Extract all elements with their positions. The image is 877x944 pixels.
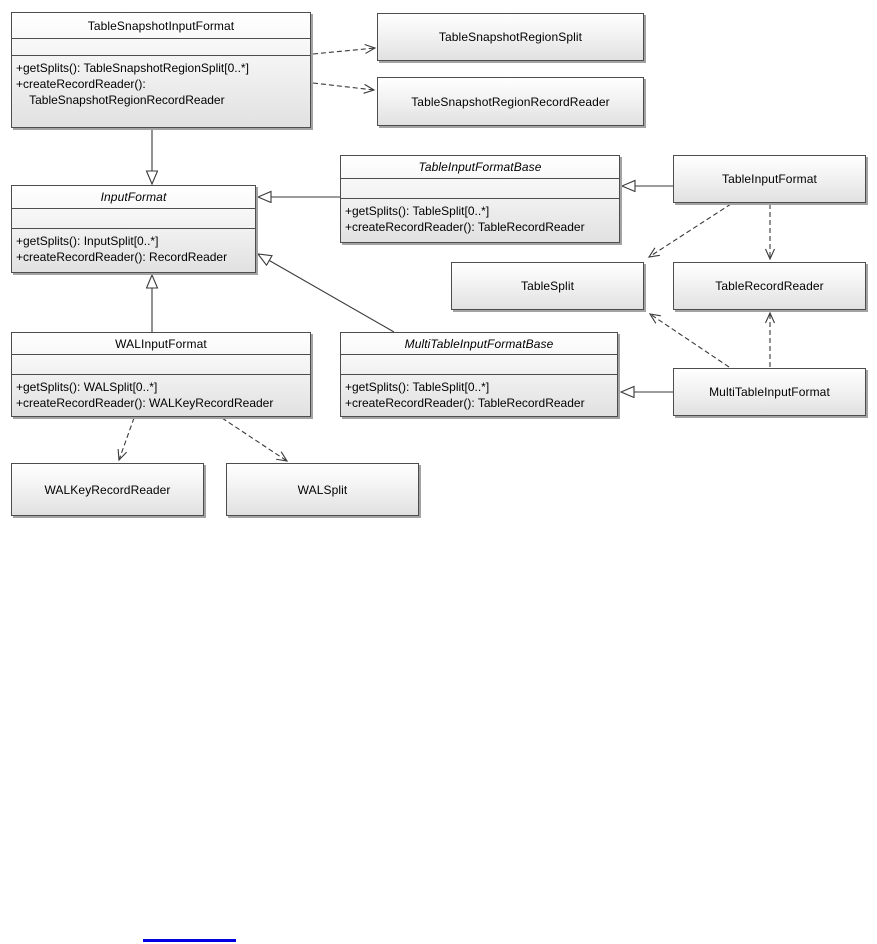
class-title: TableSnapshotRegionSplit <box>438 30 583 44</box>
method-line: +createRecordReader(): <box>16 77 146 91</box>
class-attributes-empty <box>12 355 310 375</box>
class-InputFormat: InputFormat +getSplits(): InputSplit[0..*… <box>11 185 256 273</box>
class-title: WALKeyRecordReader <box>44 482 171 497</box>
class-title: TableRecordReader <box>715 279 824 293</box>
class-TableSplit: TableSplit <box>451 262 644 310</box>
class-TableSnapshotRegionSplit: TableSnapshotRegionSplit <box>377 13 644 61</box>
class-attributes-empty <box>341 179 619 199</box>
dependency-WALInputFormat-to-WALKeyRecordReader <box>117 417 135 462</box>
class-TableInputFormatBase: TableInputFormatBase +getSplits(): TableS… <box>340 155 620 243</box>
class-TableSnapshotInputFormat: TableSnapshotInputFormat +getSplits(): Ta… <box>11 12 311 128</box>
class-title: TableSnapshotInputFormat <box>12 13 310 39</box>
class-methods: +getSplits(): TableSplit[0..*] +createRec… <box>341 375 617 411</box>
class-methods: +getSplits(): TableSplit[0..*] +createRec… <box>341 199 619 235</box>
class-title: WALInputFormat <box>12 333 310 355</box>
class-title: TableSnapshotRegionRecordReader <box>411 94 610 109</box>
footer-link-underline[interactable] <box>143 939 236 942</box>
class-title: TableInputFormatBase <box>341 156 619 179</box>
class-MultiTableInputFormatBase: MultiTableInputFormatBase +getSplits(): T… <box>340 332 618 417</box>
method-line: +getSplits(): WALSplit[0..*] <box>16 380 158 394</box>
dependency-TableSnapshotInputFormat-to-TableSnapshotRegionRecordReader <box>312 82 376 94</box>
class-title: TableSplit <box>520 279 575 293</box>
class-WALInputFormat: WALInputFormat +getSplits(): WALSplit[0..… <box>11 332 311 417</box>
generalization-MultiTableInputFormatBase-to-InputFormat <box>258 254 395 333</box>
class-attributes-empty <box>341 355 617 375</box>
class-attributes-empty <box>12 209 255 229</box>
class-title: TableInputFormat <box>722 172 817 186</box>
class-title: MultiTableInputFormatBase <box>341 333 617 355</box>
method-line: +getSplits(): InputSplit[0..*] <box>16 234 159 248</box>
class-MultiTableInputFormat: MultiTableInputFormat <box>673 368 866 416</box>
dependency-TableInputFormat-to-TableSplit <box>647 203 732 258</box>
method-line: +getSplits(): TableSplit[0..*] <box>345 380 490 394</box>
class-methods: +getSplits(): WALSplit[0..*] +createRecor… <box>12 375 310 411</box>
class-methods: +getSplits(): InputSplit[0..*] +createRec… <box>12 229 255 265</box>
class-WALKeyRecordReader: WALKeyRecordReader <box>11 463 204 516</box>
method-line: +createRecordReader(): WALKeyRecordReade… <box>16 396 274 410</box>
method-line: +getSplits(): TableSplit[0..*] <box>345 204 490 218</box>
method-line: +getSplits(): TableSnapshotRegionSplit[0… <box>16 61 249 75</box>
class-title: InputFormat <box>12 186 255 209</box>
class-methods: +getSplits(): TableSnapshotRegionSplit[0… <box>12 56 310 108</box>
method-line: TableSnapshotRegionRecordReader <box>16 93 225 107</box>
dependency-WALInputFormat-to-WALSplit <box>221 417 289 462</box>
class-title: MultiTableInputFormat <box>709 385 830 399</box>
class-title: WALSplit <box>297 482 348 497</box>
class-attributes-empty <box>12 39 310 56</box>
dependency-MultiTableInputFormat-to-TableSplit <box>648 313 730 368</box>
class-TableSnapshotRegionRecordReader: TableSnapshotRegionRecordReader <box>377 77 644 126</box>
dependency-TableSnapshotInputFormat-to-TableSnapshotRegionSplit <box>312 43 377 55</box>
method-line: +createRecordReader(): RecordReader <box>16 250 228 264</box>
class-TableInputFormat: TableInputFormat <box>673 155 866 203</box>
method-line: +createRecordReader(): TableRecordReader <box>345 220 585 234</box>
method-line: +createRecordReader(): TableRecordReader <box>345 396 585 410</box>
class-WALSplit: WALSplit <box>226 463 419 516</box>
class-TableRecordReader: TableRecordReader <box>673 262 866 310</box>
